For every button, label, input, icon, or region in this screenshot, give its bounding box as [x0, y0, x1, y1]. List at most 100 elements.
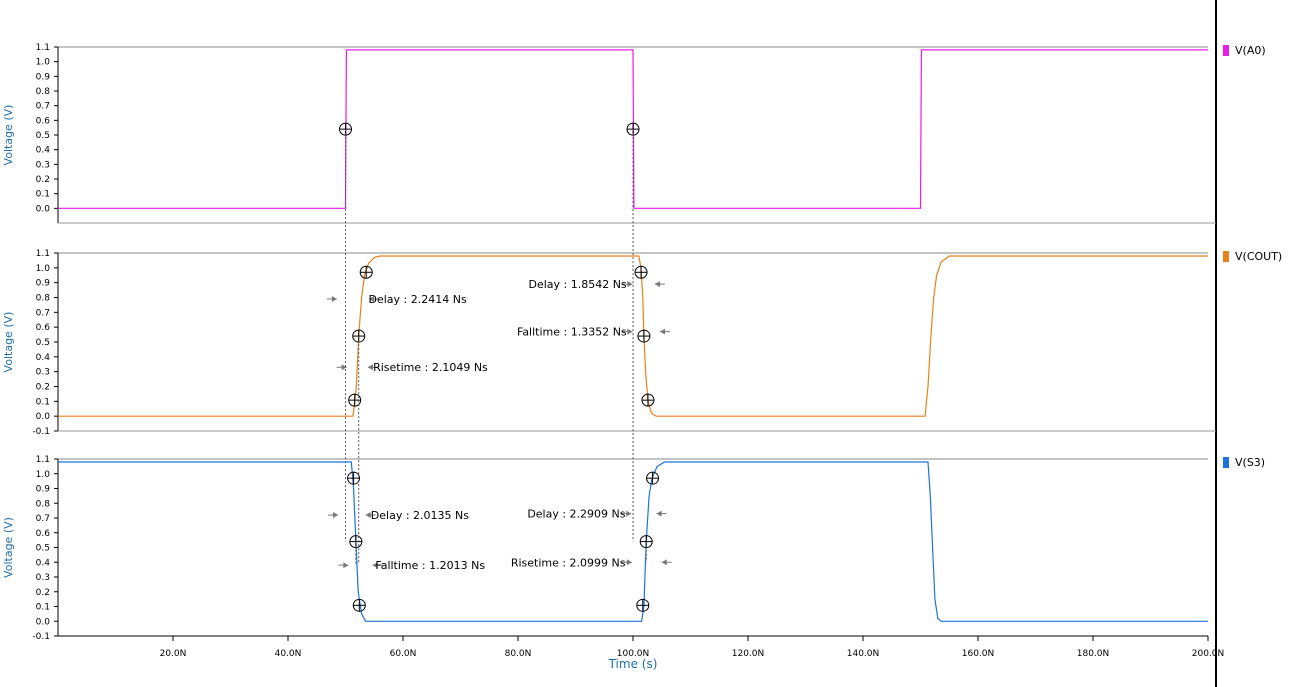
- series-line-cout: [58, 255, 1208, 417]
- y-tick-label: 0.3: [36, 160, 50, 170]
- annotation-arrow-head: [661, 559, 667, 566]
- y-tick-label: 0.5: [36, 338, 50, 348]
- measurement-annotation[interactable]: Falltime : 1.2013 Ns: [338, 559, 485, 572]
- x-tick-label: 140.0N: [847, 649, 880, 659]
- y-tick-label: 0.8: [36, 294, 51, 304]
- measurement-annotation[interactable]: Falltime : 1.3352 Ns: [517, 326, 671, 339]
- annotation-label: Delay : 2.2414 Ns: [369, 293, 467, 306]
- annotation-arrow-head: [343, 562, 349, 569]
- y-tick-label: 0.0: [36, 617, 51, 627]
- annotation-arrow-head: [367, 364, 373, 371]
- measure-marker[interactable]: [359, 265, 373, 279]
- y-tick-label: 0.7: [36, 514, 50, 524]
- y-tick-label: 0.9: [36, 279, 51, 289]
- annotation-arrow-head: [341, 364, 347, 371]
- y-axis-label: Voltage (V): [2, 517, 15, 578]
- x-tick-label: 200.0N: [1192, 649, 1225, 659]
- measure-marker[interactable]: [636, 598, 650, 612]
- y-tick-label: -0.1: [32, 632, 50, 642]
- measurement-annotation[interactable]: Delay : 1.8542 Ns: [528, 278, 665, 291]
- x-tick-label: 180.0N: [1077, 649, 1110, 659]
- measurement-annotation[interactable]: Risetime : 2.0999 Ns: [511, 556, 672, 569]
- y-tick-label: 1.1: [36, 455, 50, 465]
- y-tick-label: 1.1: [36, 249, 50, 259]
- y-tick-label: 0.2: [36, 175, 50, 185]
- panel-s3: -0.1 0.0 0.1 0.2 0.3 0.4 0.5 0.6 0.7 0.8 0.9 1.0 1.1…: [2, 455, 1265, 642]
- annotation-label: Delay : 2.0135 Ns: [371, 509, 469, 522]
- annotation-arrow-head: [656, 510, 662, 517]
- y-tick-label: 1.1: [36, 43, 50, 53]
- annotation-label: Falltime : 1.2013 Ns: [375, 559, 485, 572]
- y-tick-label: 0.1: [36, 190, 50, 200]
- annotation-label: Delay : 2.2909 Ns: [527, 508, 625, 521]
- y-tick-label: 1.0: [36, 264, 51, 274]
- y-tick-label: 0.2: [36, 383, 50, 393]
- x-tick-label: 80.0N: [505, 649, 532, 659]
- annotation-arrow-head: [654, 281, 660, 288]
- y-tick-label: 0.4: [36, 353, 51, 363]
- x-axis-label: Time (s): [608, 657, 658, 671]
- x-tick-label: 160.0N: [962, 649, 995, 659]
- measure-marker[interactable]: [352, 598, 366, 612]
- measure-marker[interactable]: [637, 329, 651, 343]
- measure-guides: [345, 129, 647, 566]
- measurement-annotation[interactable]: Delay : 2.2909 Ns: [527, 508, 667, 521]
- series-line-s3: [58, 461, 1208, 622]
- y-tick-label: 0.6: [36, 529, 51, 539]
- y-tick-label: 0.2: [36, 588, 50, 598]
- y-tick-label: 0.6: [36, 323, 51, 333]
- annotation-arrow-head: [626, 559, 632, 566]
- y-tick-label: 0.8: [36, 499, 51, 509]
- y-tick-label: 0.3: [36, 573, 50, 583]
- y-axis-label: Voltage (V): [2, 312, 15, 373]
- y-tick-label: 0.1: [36, 397, 50, 407]
- x-tick-label: 100.0N: [617, 649, 650, 659]
- y-tick-label: 0.5: [36, 544, 50, 554]
- y-tick-label: 0.7: [36, 308, 50, 318]
- legend-swatch: [1223, 251, 1229, 262]
- annotation-arrow-head: [627, 328, 633, 335]
- panel-cout: -0.1 0.0 0.1 0.2 0.3 0.4 0.5 0.6 0.7 0.8 0.9 1.0 1.1…: [2, 249, 1282, 437]
- annotation-label: Risetime : 2.1049 Ns: [373, 361, 488, 374]
- measurement-annotation[interactable]: Risetime : 2.1049 Ns: [336, 361, 488, 374]
- y-tick-label: 0.4: [36, 146, 51, 156]
- y-tick-label: 0.3: [36, 368, 50, 378]
- y-tick-label: 0.8: [36, 87, 51, 97]
- legend-swatch: [1223, 45, 1229, 56]
- annotation-arrow-head: [333, 512, 339, 519]
- panel-a0: 0.00.10.20.30.40.50.60.70.80.91.01.1Volt…: [2, 43, 1266, 224]
- legend-label: V(S3): [1235, 456, 1265, 469]
- x-tick-label: 40.0N: [275, 649, 302, 659]
- y-tick-label: 0.1: [36, 603, 50, 613]
- y-tick-label: 0.0: [36, 204, 51, 214]
- y-tick-label: 0.9: [36, 72, 51, 82]
- measurement-annotation[interactable]: Delay : 2.0135 Ns: [328, 509, 469, 522]
- legend-label: V(COUT): [1235, 250, 1282, 263]
- measure-marker[interactable]: [634, 265, 648, 279]
- measure-marker[interactable]: [347, 471, 361, 485]
- measure-marker[interactable]: [646, 471, 660, 485]
- annotation-label: Falltime : 1.3352 Ns: [517, 326, 627, 339]
- y-tick-label: 0.5: [36, 131, 50, 141]
- y-tick-label: 0.9: [36, 485, 51, 495]
- measurement-annotation[interactable]: Delay : 2.2414 Ns: [326, 293, 467, 306]
- y-tick-label: 0.7: [36, 102, 50, 112]
- annotation-label: Delay : 1.8542 Ns: [528, 278, 626, 291]
- y-tick-label: 0.0: [36, 412, 51, 422]
- legend-swatch: [1223, 457, 1229, 468]
- annotation-label: Risetime : 2.0999 Ns: [511, 556, 626, 569]
- annotation-arrow-head: [365, 512, 371, 519]
- legend-label: V(A0): [1235, 44, 1266, 57]
- y-tick-label: -0.1: [32, 427, 50, 437]
- annotation-arrow-head: [626, 510, 632, 517]
- x-tick-label: 60.0N: [390, 649, 417, 659]
- annotation-arrow-head: [660, 328, 666, 335]
- x-tick-label: 20.0N: [160, 649, 187, 659]
- annotation-arrow-head: [331, 295, 337, 302]
- y-tick-label: 1.0: [36, 58, 51, 68]
- y-tick-label: 1.0: [36, 470, 51, 480]
- y-tick-label: 0.4: [36, 558, 51, 568]
- measure-marker[interactable]: [641, 393, 655, 407]
